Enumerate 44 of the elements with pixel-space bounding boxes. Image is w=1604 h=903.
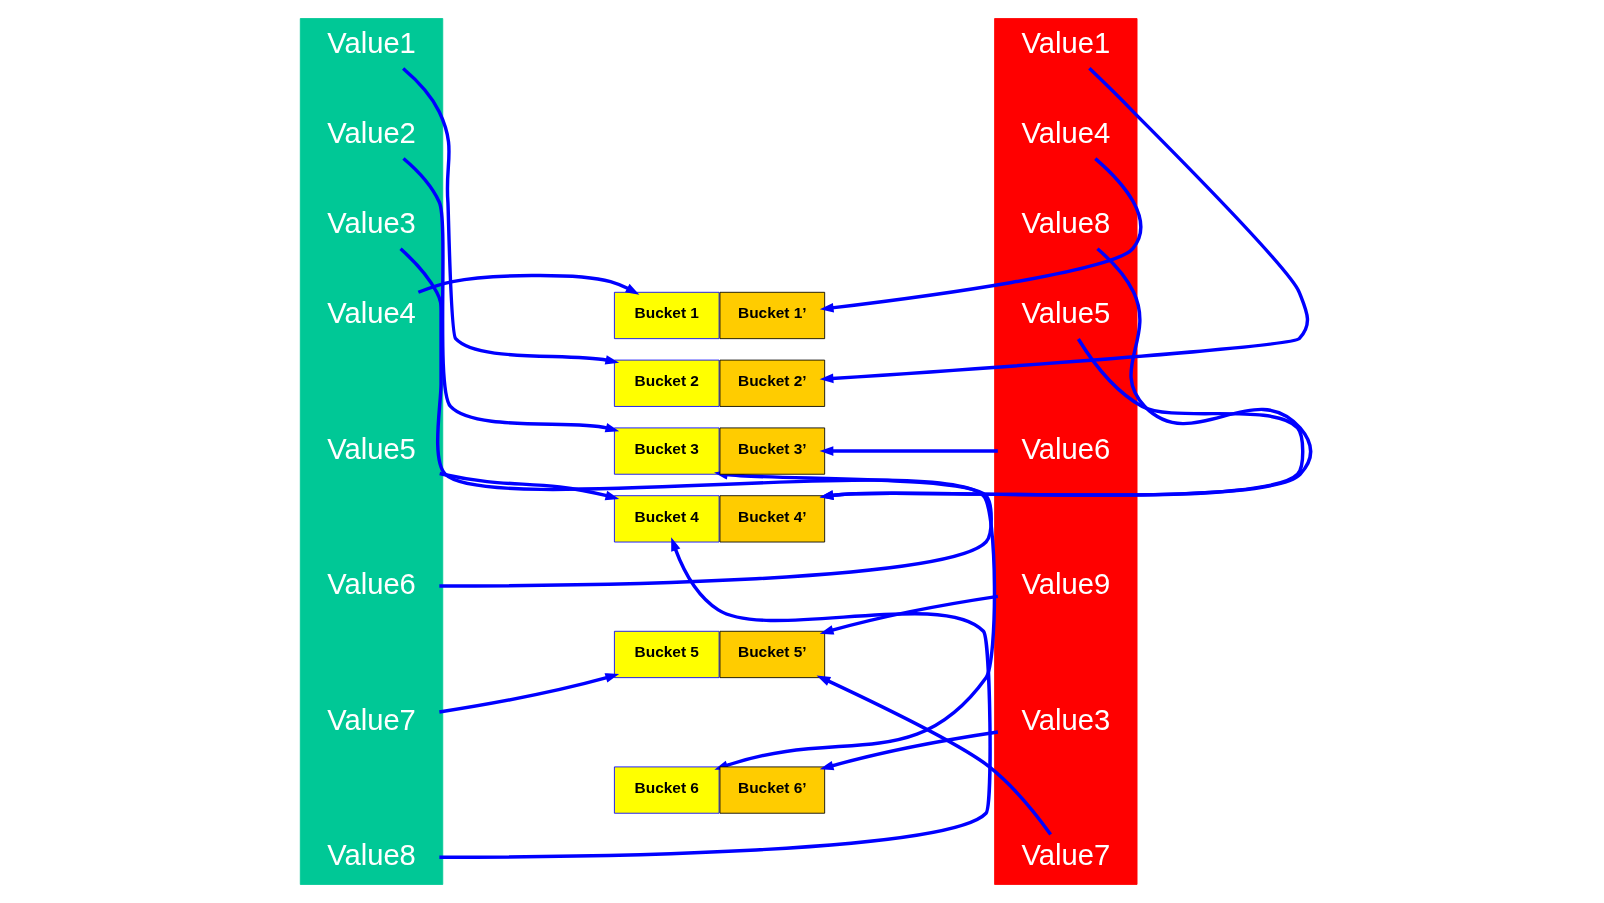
arrow bbox=[819, 730, 999, 771]
node-box: Bucket 5’ bbox=[719, 630, 826, 679]
node-box: Bucket 1 bbox=[613, 291, 720, 340]
node-box: Bucket 3’ bbox=[719, 427, 826, 475]
node-box: Bucket 3 bbox=[613, 427, 720, 475]
node-text: Value5 bbox=[1021, 296, 1111, 329]
node-text: Value3 bbox=[327, 206, 416, 239]
cluster bbox=[994, 18, 1138, 885]
node-text: Value1 bbox=[1021, 26, 1111, 59]
arrow bbox=[402, 67, 620, 365]
arrow bbox=[439, 673, 620, 714]
node-box: Bucket 6’ bbox=[719, 766, 826, 814]
node-text: Value6 bbox=[327, 568, 416, 601]
arrow bbox=[439, 471, 620, 501]
node-text: Value9 bbox=[1021, 568, 1111, 601]
node-text: Value7 bbox=[327, 703, 416, 736]
node-text: Value5 bbox=[327, 432, 416, 465]
arrow bbox=[439, 537, 992, 859]
node-box: Bucket 2’ bbox=[719, 359, 826, 407]
node-box: Bucket 2 bbox=[613, 359, 720, 407]
node-text: Value8 bbox=[1021, 206, 1111, 239]
node-box: Bucket 6 bbox=[613, 766, 720, 814]
arrow bbox=[819, 67, 1309, 384]
node-text: Value6 bbox=[1021, 432, 1111, 465]
arrow bbox=[819, 446, 998, 456]
node-box: Bucket 1’ bbox=[719, 291, 826, 340]
node-text: Value7 bbox=[1021, 839, 1111, 872]
arrow bbox=[819, 157, 1143, 313]
node-text: Value8 bbox=[327, 839, 416, 872]
node-text: Value2 bbox=[327, 116, 416, 149]
node-text: Value4 bbox=[1021, 116, 1111, 149]
arrow bbox=[816, 675, 1052, 836]
arrow bbox=[402, 157, 620, 433]
node-text: Value1 bbox=[327, 26, 416, 59]
node-text: Value3 bbox=[1021, 703, 1111, 736]
node-box: Bucket 4’ bbox=[719, 495, 826, 543]
arrow bbox=[819, 594, 999, 635]
node-text: Value4 bbox=[327, 296, 416, 329]
arrow bbox=[417, 273, 640, 295]
arrow bbox=[819, 247, 1312, 500]
node-box: Bucket 5 bbox=[613, 630, 720, 679]
arrow bbox=[819, 338, 1305, 500]
node-box: Bucket 4 bbox=[613, 495, 720, 543]
cluster bbox=[299, 18, 444, 885]
